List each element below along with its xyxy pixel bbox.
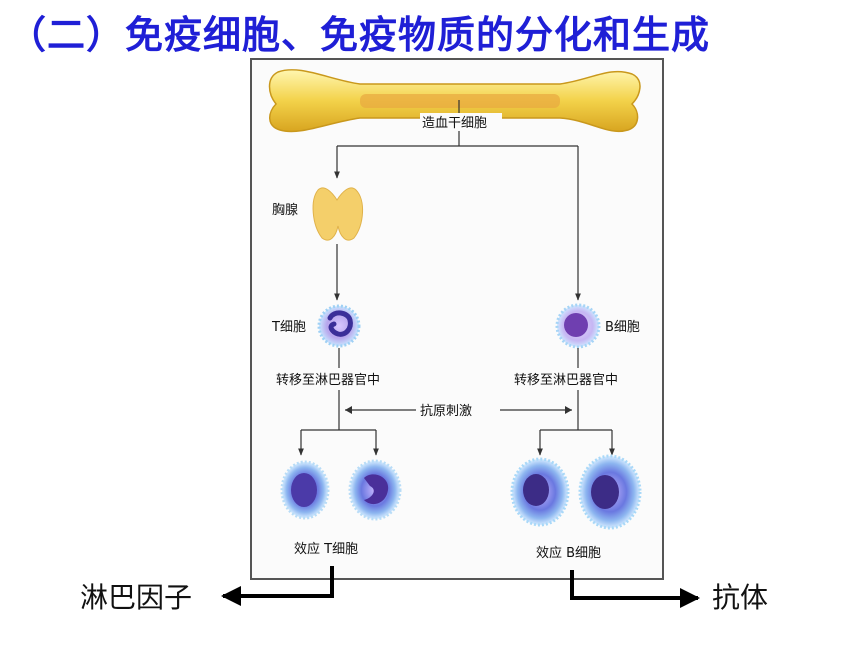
b-migrate-label: 转移至淋巴器官中 [514,372,618,388]
effector-t-cell-image-2 [348,459,402,521]
lymphokine-arrow [221,566,334,606]
t-migrate-label: 转移至淋巴器官中 [276,372,380,388]
effector-b-cell-image-1 [510,457,570,527]
antibody-label: 抗体 [712,581,769,614]
effector-b-label: 效应 B细胞 [536,545,601,561]
bone-image [268,69,641,133]
effector-t-cell-image-1 [280,460,330,520]
thymus-label: 胸腺 [272,203,298,218]
stem-cell-label: 造血干细胞 [422,116,487,131]
b-cell-label: B细胞 [605,320,640,335]
b-cell-image [555,303,601,349]
effector-t-label: 效应 T细胞 [294,541,358,557]
effector-b-cell-image-2 [578,454,642,530]
t-cell-image [317,304,361,348]
t-cell-label: T细胞 [271,320,306,335]
thymus-image [312,187,363,241]
page-title: （二）免疫细胞、免疫物质的分化和生成 [8,13,711,57]
lymphokine-label: 淋巴因子 [80,581,193,614]
antibody-arrow [570,570,700,608]
antigen-label: 抗原刺激 [420,404,472,419]
